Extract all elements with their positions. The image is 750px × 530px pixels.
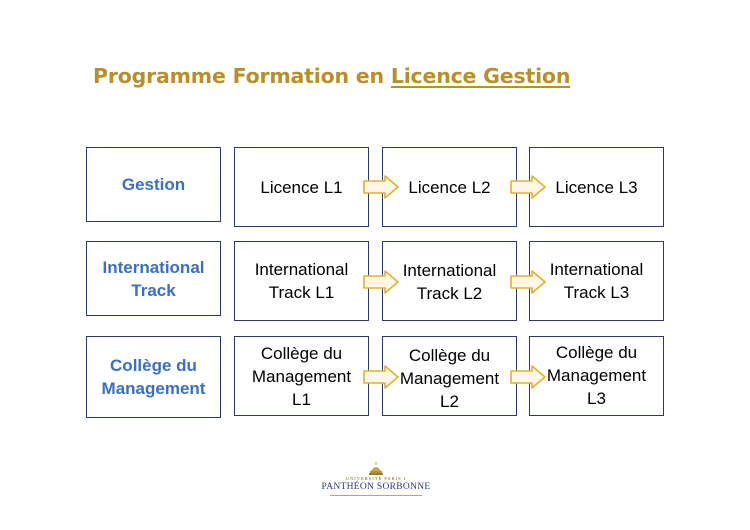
cell-college-l1: Collège du Management L1: [234, 336, 369, 416]
logo-university-text: UNIVERSITÉ PARIS I: [345, 476, 407, 481]
cell-college-l3: Collège du Management L3: [529, 336, 664, 416]
arrow-right-icon: [363, 270, 399, 294]
row-label-college-du-management: Collège du Management: [86, 336, 221, 418]
logo-rule: [330, 495, 422, 496]
arrow-right-icon: [510, 365, 546, 389]
row-label-line: Management: [101, 379, 206, 398]
row-label-line: Track: [131, 280, 176, 300]
logo-name-text: PANTHÉON SORBONNE: [321, 482, 431, 492]
row-label-gestion: Gestion: [86, 147, 221, 222]
cell-line: International: [549, 260, 644, 279]
cell-college-l2: Collège du Management L2: [382, 336, 517, 416]
cell-line: Collège du: [555, 343, 638, 362]
pantheon-dome-icon: [369, 462, 383, 475]
arrow-right-icon: [510, 270, 546, 294]
cell-gestion-l3: Licence L3: [529, 147, 664, 227]
arrow-right-icon: [363, 365, 399, 389]
cell-line: Management: [251, 366, 352, 386]
cell-line: Track L3: [563, 283, 630, 302]
cell-line: Licence L2: [408, 177, 491, 197]
title-prefix: Programme Formation en: [93, 64, 391, 88]
cell-line: Licence L1: [260, 177, 343, 197]
cell-line: Management: [546, 366, 647, 385]
cell-gestion-l2: Licence L2: [382, 147, 517, 227]
cell-line: Track L1: [268, 283, 335, 302]
cell-gestion-l1: Licence L1: [234, 147, 369, 227]
cell-line: Collège du: [408, 346, 491, 365]
cell-international-l1: International Track L1: [234, 241, 369, 321]
row-label-line: Collège du: [110, 356, 197, 375]
cell-line: Management: [399, 369, 500, 388]
row-label-line: International: [102, 257, 205, 277]
arrow-right-icon: [510, 175, 546, 199]
cell-line: Track L2: [416, 284, 483, 303]
cell-line: L2: [440, 392, 459, 411]
row-label-line: Gestion: [121, 175, 186, 194]
row-label-international-track: International Track: [86, 241, 221, 316]
cell-line: International: [402, 261, 497, 280]
university-logo: UNIVERSITÉ PARIS I PANTHÉON SORBONNE: [316, 462, 436, 502]
title-underlined: Licence Gestion: [390, 64, 571, 88]
page-title: Programme Formation en Licence Gestion: [93, 64, 570, 88]
arrow-right-icon: [363, 175, 399, 199]
cell-line: Collège du: [260, 343, 343, 363]
cell-international-l3: International Track L3: [529, 241, 664, 321]
cell-line: Licence L3: [555, 177, 638, 197]
cell-line: L3: [587, 389, 606, 408]
cell-international-l2: International Track L2: [382, 241, 517, 321]
cell-line: International: [254, 260, 349, 279]
cell-line: L1: [292, 389, 311, 409]
